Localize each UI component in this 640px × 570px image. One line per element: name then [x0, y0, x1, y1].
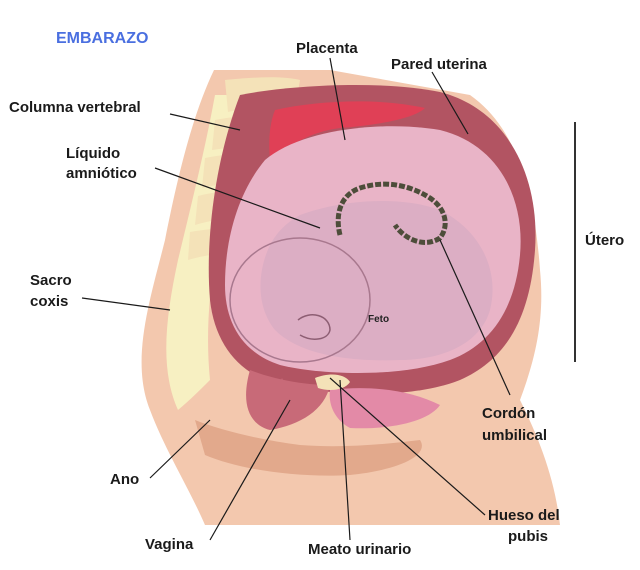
- label-columna-vertebral: Columna vertebral: [9, 99, 141, 116]
- label-feto: Feto: [368, 314, 389, 325]
- label-utero: Útero: [585, 231, 624, 249]
- label-liquido-line1: Líquido: [66, 145, 120, 162]
- label-sacro-line2: coxis: [30, 293, 68, 310]
- label-pared-uterina: Pared uterina: [391, 56, 488, 73]
- label-cordon-line2: umbilical: [482, 427, 547, 444]
- label-placenta: Placenta: [296, 40, 358, 57]
- label-sacro-line1: Sacro: [30, 272, 72, 289]
- diagram-title: EMBARAZO: [56, 30, 148, 47]
- label-cordon-line1: Cordón: [482, 405, 535, 422]
- label-ano: Ano: [110, 471, 139, 488]
- label-meato-urinario: Meato urinario: [308, 541, 411, 558]
- label-vagina: Vagina: [145, 536, 194, 553]
- label-hueso-line1: Hueso del: [488, 507, 560, 524]
- label-liquido-line2: amniótico: [66, 165, 137, 182]
- label-hueso-line2: pubis: [508, 528, 548, 545]
